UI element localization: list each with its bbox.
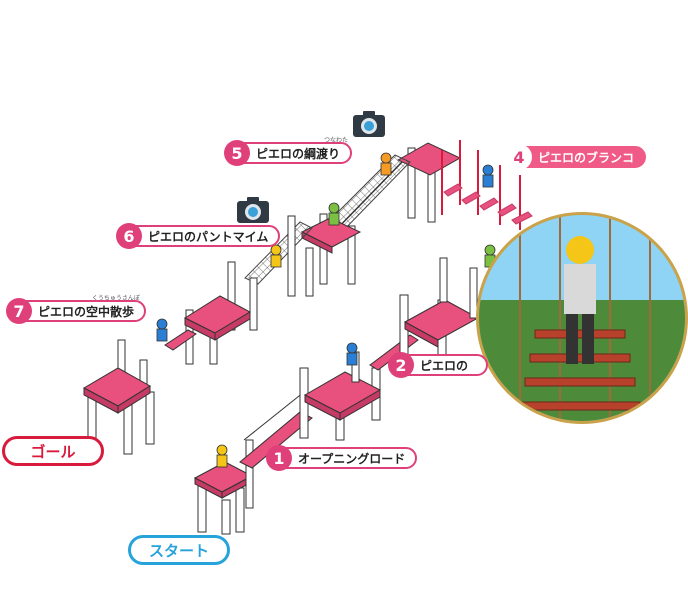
- station-6-label: 6 ピエロのパントマイム: [116, 223, 281, 249]
- station-7-sky-walk: [117, 295, 252, 397]
- station-4-swing: [396, 140, 533, 230]
- station-4-text: ピエロのブランコ: [538, 150, 635, 165]
- camera-icon: [353, 111, 385, 137]
- station-4-label: 4 ピエロのブランコ: [506, 144, 647, 170]
- station-4-number: 4: [506, 144, 532, 170]
- station-1-text: オープニングロード: [298, 451, 406, 466]
- camera-icon: [237, 197, 269, 223]
- station-2-number: 2: [388, 352, 414, 378]
- station-7-label: 7 ピエロの空中散歩: [6, 298, 147, 324]
- station-6-text: ピエロのパントマイム: [148, 229, 269, 244]
- station-2-text: ピエロの: [420, 358, 469, 373]
- station-5-tightrope: [300, 154, 411, 285]
- start-tower: [193, 439, 254, 535]
- station-5-label: 5 ピエロの綱渡り: [224, 140, 353, 166]
- station-7-number: 7: [6, 298, 32, 324]
- station-6-number: 6: [116, 223, 142, 249]
- station-1-label: 1 オープニングロード: [266, 445, 418, 471]
- station-2-label: 2 ピエロの: [388, 352, 488, 378]
- station-5-ruby: つなわた: [324, 137, 349, 144]
- station-7-ruby: くうちゅうさんぽ: [92, 295, 140, 302]
- station-2-towers: [299, 257, 480, 441]
- station-5-text: ピエロの綱渡り: [256, 146, 341, 161]
- station-5-number: 5: [224, 140, 250, 166]
- photo-inset: [476, 212, 688, 424]
- opening-road-bridge: [239, 391, 313, 469]
- start-label: スタート: [128, 535, 230, 565]
- goal-tower: [82, 367, 155, 455]
- station-7-text: ピエロの空中散歩: [38, 304, 135, 319]
- station-1-number: 1: [266, 445, 292, 471]
- kid-figures: [156, 152, 496, 468]
- goal-label: ゴール: [2, 436, 104, 466]
